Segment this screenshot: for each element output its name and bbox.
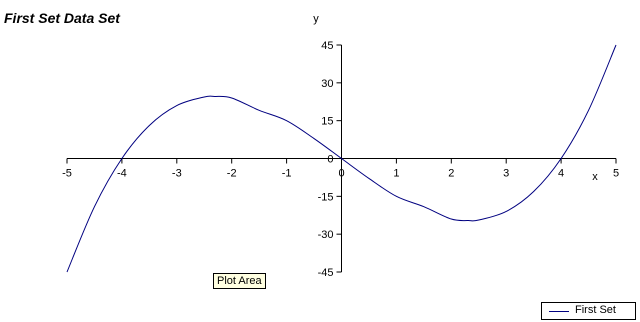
y-tick-label: -30 [318, 229, 334, 241]
x-tick-label: 0 [338, 168, 344, 180]
y-tick-label: -15 [318, 191, 334, 203]
legend[interactable]: First Set [541, 302, 636, 320]
series-group [66, 44, 617, 273]
x-tick-label: -5 [62, 168, 72, 180]
x-tick-label: -1 [282, 168, 292, 180]
x-tick-label: -2 [227, 168, 237, 180]
x-tick-label: 5 [613, 168, 619, 180]
legend-line-swatch [549, 311, 569, 312]
y-tick-label: -45 [318, 267, 334, 279]
x-axis-label: x [592, 171, 598, 183]
x-tick-label: 4 [558, 168, 564, 180]
chart-title: First Set Data Set [4, 10, 120, 26]
x-tick-label: 2 [448, 168, 454, 180]
y-tick-label: 45 [321, 40, 333, 52]
y-tick-label: 15 [321, 116, 333, 128]
x-tick-label: -3 [172, 168, 182, 180]
plot-area-tooltip: Plot Area [213, 273, 266, 289]
x-tick-label: -4 [117, 168, 127, 180]
series-line [66, 44, 617, 273]
x-tick-label: 3 [503, 168, 509, 180]
y-tick-label: 0 [327, 154, 333, 166]
y-axis-label: y [313, 13, 319, 25]
legend-label: First Set [575, 304, 616, 316]
x-tick-label: 1 [393, 168, 399, 180]
y-tick-label: 30 [321, 78, 333, 90]
